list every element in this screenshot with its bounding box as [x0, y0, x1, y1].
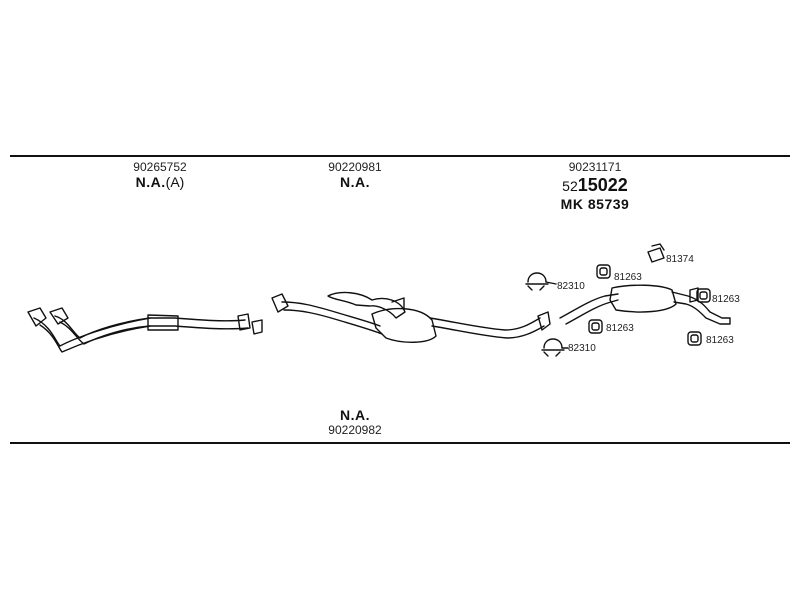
- front-pipe-status: N.A.: [135, 174, 166, 190]
- clamp-82310-top-drawing: [525, 272, 549, 291]
- rear-silencer-label-group: 90231171 5215022 MK 85739: [535, 160, 655, 212]
- mount-81263-b-drawing: [696, 288, 711, 303]
- centre-silencer-drawing: [271, 291, 551, 343]
- mount-81263-d-drawing: [687, 331, 702, 346]
- centre-silencer-label-group: 90220981 N.A.: [295, 160, 415, 190]
- callout-81263-d: 81263: [706, 335, 734, 346]
- front-pipe-drawing: [27, 307, 263, 353]
- mount-81263-a-drawing: [596, 264, 611, 279]
- bottom-label-group: N.A. 90220982: [295, 408, 415, 438]
- centre-silencer-status: N.A.: [340, 174, 370, 190]
- bracket-81374-drawing: [647, 243, 665, 263]
- rear-silencer-mk-number: 85739: [587, 196, 630, 212]
- front-pipe-status-suffix: (A): [165, 174, 185, 190]
- callout-82310-a: 82310: [557, 281, 585, 292]
- leader-82310-top: [545, 281, 557, 285]
- callout-81374: 81374: [666, 254, 694, 265]
- rear-silencer-part-number: 90231171: [568, 160, 622, 174]
- callout-81263-c: 81263: [606, 323, 634, 334]
- bottom-status: N.A.: [340, 407, 370, 423]
- rear-silencer-code-prefix: 52: [562, 178, 578, 194]
- rear-silencer-code-main: 15022: [577, 175, 628, 195]
- callout-81263-b: 81263: [712, 294, 740, 305]
- rear-silencer-mk-label: MK: [560, 196, 584, 212]
- rear-silencer-drawing: [559, 284, 731, 325]
- front-pipe-part-number: 90265752: [133, 160, 187, 174]
- bottom-part-number: 90220982: [328, 423, 382, 437]
- front-pipe-label-group: 90265752 N.A.(A): [100, 160, 220, 190]
- clamp-82310-bottom-drawing: [541, 338, 565, 357]
- top-divider-line: [10, 155, 790, 157]
- callout-82310-b: 82310: [568, 343, 596, 354]
- callout-81263-a: 81263: [614, 272, 642, 283]
- bottom-divider-line: [10, 442, 790, 444]
- mount-81263-c-drawing: [588, 319, 603, 334]
- centre-silencer-part-number: 90220981: [328, 160, 382, 174]
